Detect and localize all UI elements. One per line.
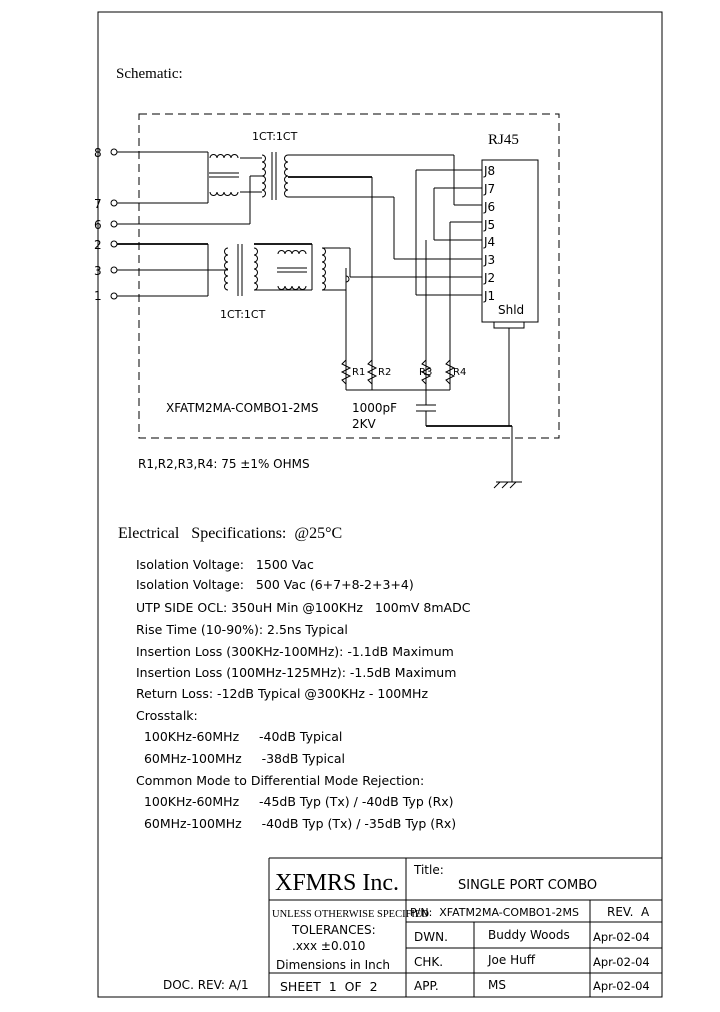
spec-line: Insertion Loss (100MHz-125MHz): -1.5dB M… <box>136 665 456 680</box>
tolerance-value: .xxx ±0.010 <box>292 939 365 953</box>
dwn-date: Apr-02-04 <box>593 930 650 944</box>
transformer-bottom <box>207 243 326 296</box>
spec-line: Insertion Loss (300KHz-100MHz): -1.1dB M… <box>136 644 454 659</box>
rj45-pin-j4: J4 <box>483 235 495 249</box>
sheet-border <box>97 11 663 998</box>
spec-line: 60MHz-100MHz -38dB Typical <box>136 751 345 766</box>
connector-title: RJ45 <box>488 132 519 148</box>
resistor-label-r2: R2 <box>378 367 391 378</box>
part-number: P/N: XFATM2MA-COMBO1-2MS <box>410 906 579 919</box>
title-label: Title: <box>413 863 444 877</box>
spec-line: Rise Time (10-90%): 2.5ns Typical <box>136 622 348 637</box>
shield-tab <box>493 321 525 329</box>
resistor-label-r1: R1 <box>352 367 365 378</box>
spec-lines: Isolation Voltage: 1500 Vac Isolation Vo… <box>136 557 471 831</box>
tolerances-label: TOLERANCES: <box>291 923 376 937</box>
rj45-pin-j1: J1 <box>483 289 495 303</box>
pin-label-8: 8 <box>94 146 102 160</box>
pin-label-6: 6 <box>94 218 102 232</box>
left-pin-terminals <box>110 148 118 300</box>
resistors <box>340 359 456 391</box>
spec-line: Isolation Voltage: 1500 Vac <box>136 557 314 572</box>
rj45-pin-j7: J7 <box>483 182 495 196</box>
spec-line: Return Loss: -12dB Typical @300KHz - 100… <box>136 686 428 701</box>
transformer-top-label: 1CT:1CT <box>252 130 298 143</box>
spec-line: 100KHz-60MHz -45dB Typ (Tx) / -40dB Typ … <box>136 794 454 809</box>
resistor-labels: R1 R2 R3 R4 <box>352 367 466 378</box>
electrical-heading: Electrical Specifications: @25°C <box>118 525 342 542</box>
rj45-pin-labels: J8 J7 J6 J5 J4 J3 J2 J1 Shld <box>483 164 524 317</box>
title-block <box>268 857 662 997</box>
spec-line: Crosstalk: <box>136 708 198 723</box>
app-name: MS <box>488 978 506 992</box>
doc-revision: DOC. REV: A/1 <box>163 978 249 992</box>
rj45-pin-j3: J3 <box>483 253 495 267</box>
app-date: Apr-02-04 <box>593 979 650 993</box>
spec-line: 60MHz-100MHz -40dB Typ (Tx) / -35dB Typ … <box>136 816 456 831</box>
resistor-label-r4: R4 <box>453 367 466 378</box>
chk-date: Apr-02-04 <box>593 955 650 969</box>
sheet-number: SHEET 1 OF 2 <box>280 979 378 994</box>
capacitor <box>416 390 512 427</box>
drawing-title: SINGLE PORT COMBO <box>458 878 597 893</box>
transformer-top <box>207 152 289 224</box>
rj45-pin-j2: J2 <box>483 271 495 285</box>
app-role: APP. <box>414 979 439 993</box>
ground-icon <box>493 481 522 489</box>
company-name: XFMRS Inc. <box>275 870 399 896</box>
rj45-pin-j5: J5 <box>483 218 495 232</box>
spec-line: 100KHz-60MHz -40dB Typical <box>136 729 342 744</box>
rj45-pin-j6: J6 <box>483 200 495 214</box>
pin-label-2: 2 <box>94 238 102 252</box>
left-leads <box>117 151 250 297</box>
tolerance-note: UNLESS OTHERWISE SPECIFIED <box>272 909 429 920</box>
pin-label-3: 3 <box>94 264 102 278</box>
transformer-bottom-label: 1CT:1CT <box>220 308 266 321</box>
dimensions-unit: Dimensions in Inch <box>276 958 390 972</box>
rj45-pin-j8: J8 <box>483 164 495 178</box>
chk-name: Joe Huff <box>487 953 536 967</box>
chk-role: CHK. <box>414 955 443 969</box>
spec-line: Isolation Voltage: 500 Vac (6+7+8-2+3+4) <box>136 577 414 592</box>
capacitor-voltage: 2KV <box>352 417 377 431</box>
schematic-dashed-outline <box>138 113 560 439</box>
dwn-name: Buddy Woods <box>488 928 570 942</box>
spec-line: Common Mode to Differential Mode Rejecti… <box>136 773 424 788</box>
pin-label-7: 7 <box>94 197 102 211</box>
resistor-label-r3: R3 <box>419 367 432 378</box>
pin-label-1: 1 <box>94 289 102 303</box>
part-label: XFATM2MA-COMBO1-2MS <box>166 401 318 415</box>
revision: REV. A <box>607 905 650 919</box>
dwn-role: DWN. <box>414 930 448 944</box>
schematic-heading: Schematic: <box>116 66 183 82</box>
spec-line: UTP SIDE OCL: 350uH Min @100KHz 100mV 8m… <box>136 600 471 615</box>
capacitor-value: 1000pF <box>352 401 397 415</box>
left-pin-labels: 8 7 6 2 3 1 <box>94 146 102 303</box>
resistor-note: R1,R2,R3,R4: 75 ±1% OHMS <box>138 457 310 471</box>
wiring <box>288 154 482 390</box>
rj45-shield-label: Shld <box>498 303 524 317</box>
